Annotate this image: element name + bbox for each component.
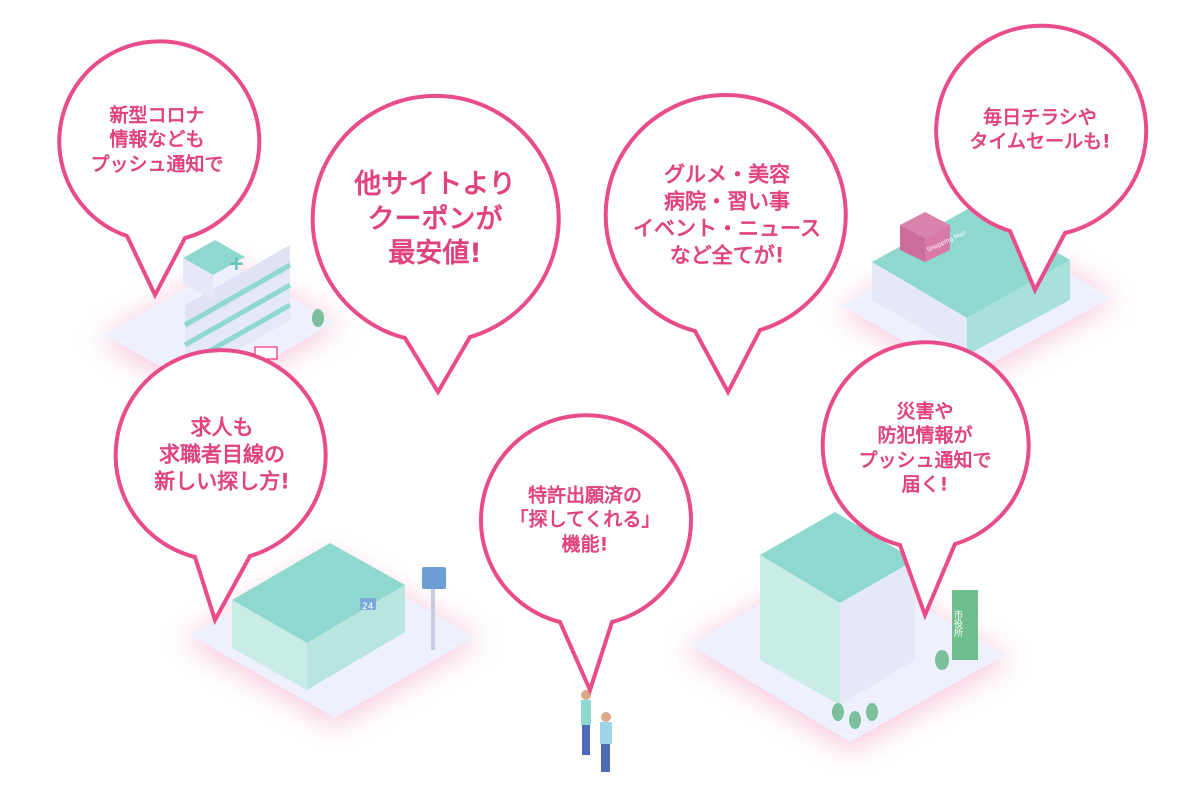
speech-bubble-gourmet [603, 93, 848, 397]
convenience-store-building: 24 [185, 543, 480, 725]
bubble-text-flyer: 毎日チラシやタイムセールも! [969, 106, 1111, 153]
speech-bubble-coupon [310, 93, 561, 396]
speech-bubble-covid [57, 39, 262, 300]
speech-bubble-patent [479, 413, 693, 696]
people-figures [581, 690, 612, 772]
office-building: 市役所 [685, 512, 1010, 750]
speech-bubble-disaster [820, 340, 1031, 621]
bubble-text-disaster: 災害や防犯情報がプッシュ通知で届く! [858, 400, 992, 496]
speech-bubble-flyer [934, 23, 1149, 295]
bubble-text-covid: 新型コロナ情報などもプッシュ通知で [90, 104, 224, 176]
cityhall-sign: 市役所 [952, 609, 963, 638]
store-sign: 24 [362, 602, 374, 612]
bubble-text-gourmet: グルメ・美容病院・習い事イベント・ニュースなど全てが! [633, 162, 821, 267]
tree-icon [312, 309, 324, 327]
hospital-building: + [100, 240, 340, 400]
bubble-text-coupon: 他サイトよりクーポンが最安値! [354, 169, 516, 270]
bubble-text-patent: 特許出願済の「探してくれる」機能! [509, 484, 661, 556]
cross-icon: + [228, 251, 245, 275]
bubble-text-jobs: 求人も求職者目線の新しい探し方! [154, 415, 290, 494]
speech-bubble-jobs [113, 348, 328, 626]
